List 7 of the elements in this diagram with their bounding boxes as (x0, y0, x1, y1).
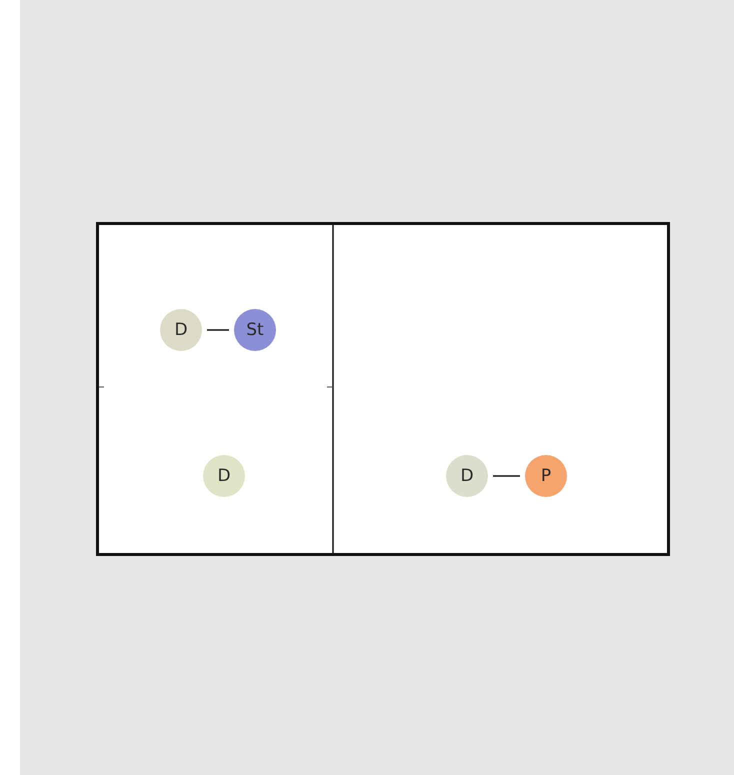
connector-line (207, 329, 229, 331)
node-label: D (217, 468, 231, 484)
node-label: D (460, 468, 474, 484)
node-label: St (246, 322, 264, 338)
node-label: P (540, 468, 552, 484)
connector-line (493, 475, 520, 477)
node-label: D (174, 322, 188, 338)
